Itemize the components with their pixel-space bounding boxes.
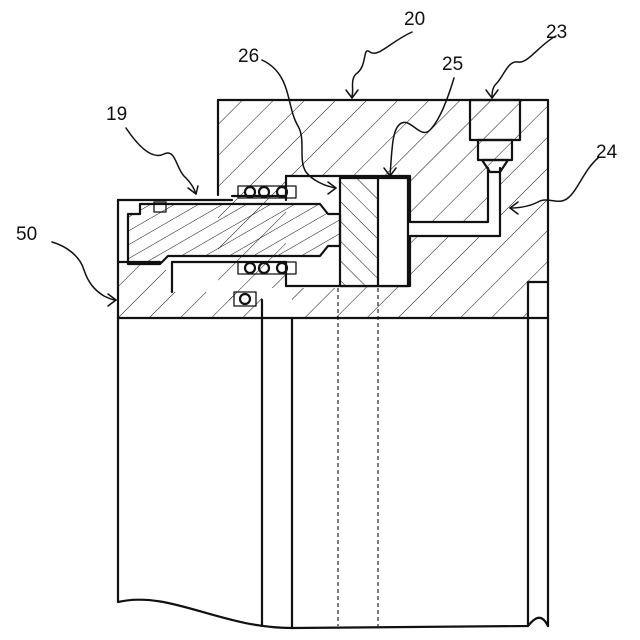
ref-label-50: 50: [16, 224, 37, 245]
ref-label-24: 24: [596, 142, 618, 163]
ref-label-23: 23: [546, 22, 567, 43]
lower-body: [118, 282, 548, 628]
piston-25: [340, 178, 408, 286]
ref-label-25: 25: [442, 54, 463, 75]
ref-label-20: 20: [404, 9, 425, 30]
shaft: [128, 202, 340, 264]
ref-label-19: 19: [106, 104, 127, 125]
ref-label-26: 26: [238, 46, 259, 67]
